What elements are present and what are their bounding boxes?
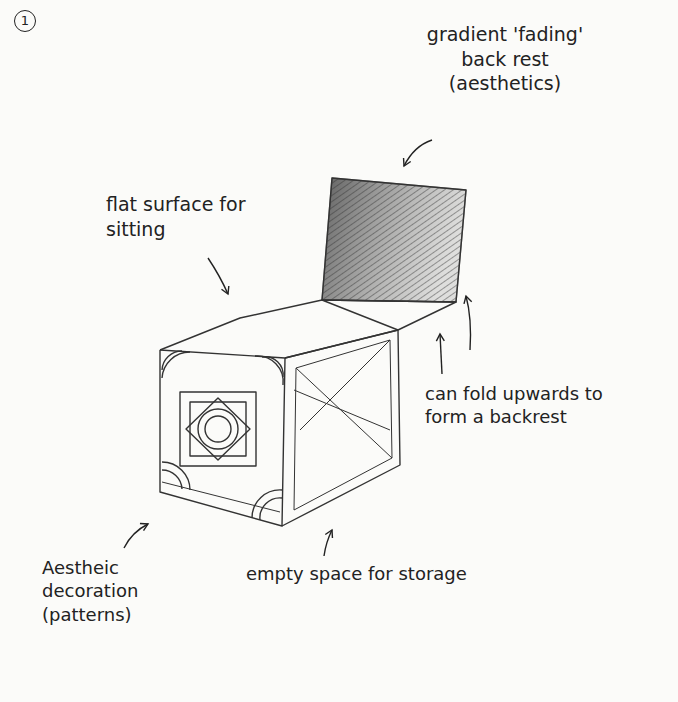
fold-note: can fold upwards to form a backrest: [425, 382, 625, 429]
backrest-note: gradient 'fading' back rest (aesthetics): [405, 22, 605, 96]
decoration-note: Aestheic decoration (patterns): [42, 556, 182, 626]
storage-note: empty space for storage: [246, 562, 606, 585]
seat-note: flat surface for sitting: [106, 192, 281, 241]
figure-number: 1: [14, 10, 36, 32]
